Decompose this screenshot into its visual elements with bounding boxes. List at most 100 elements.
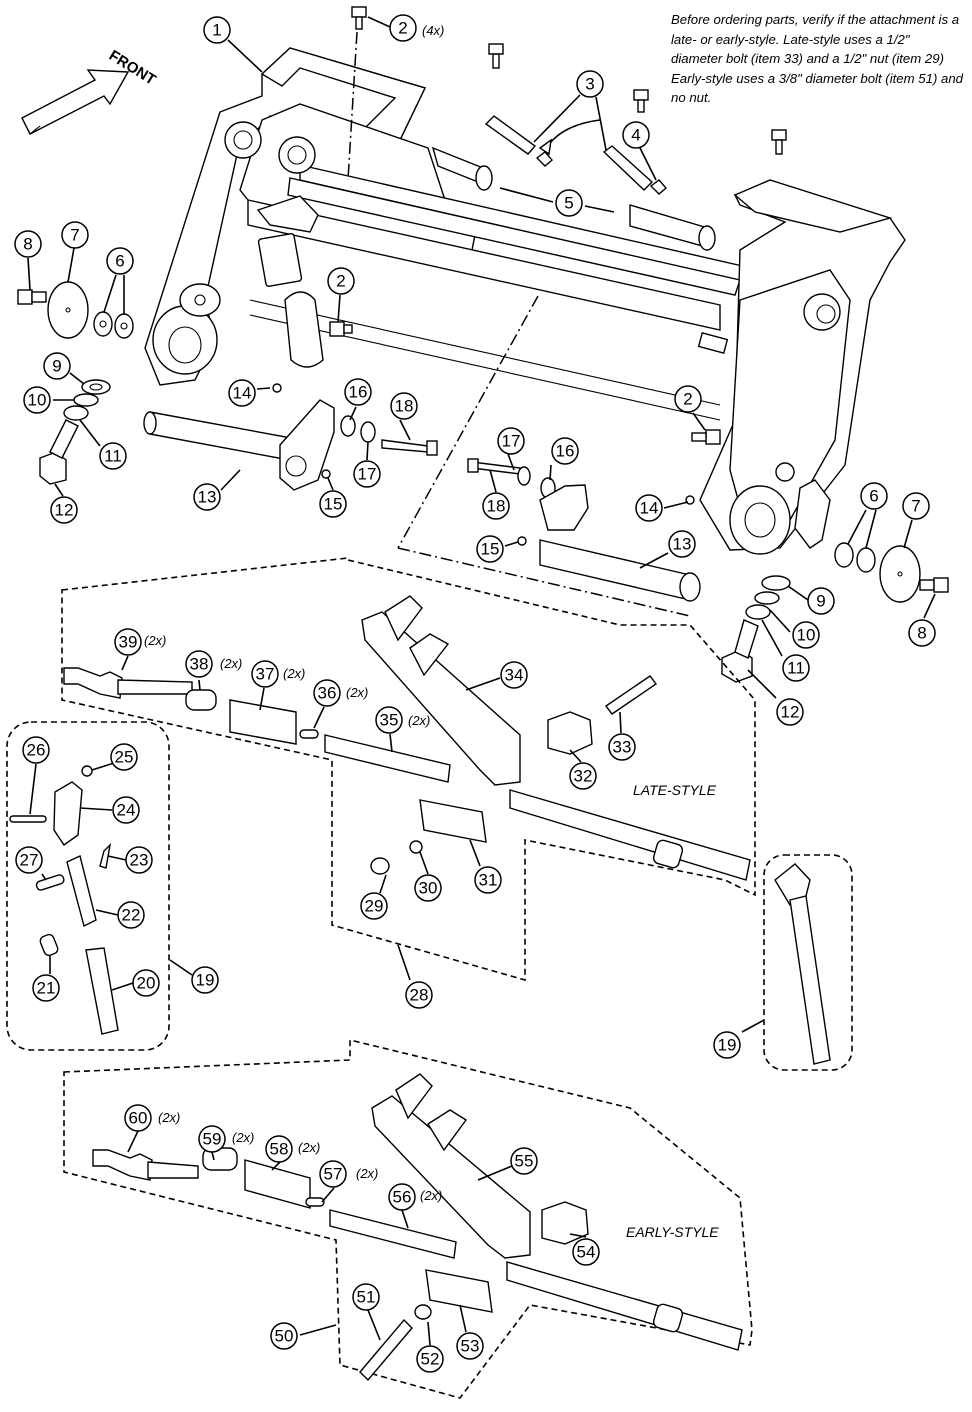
- qty-35: (2x): [408, 713, 430, 728]
- svg-text:11: 11: [787, 659, 805, 678]
- svg-text:17: 17: [502, 432, 521, 451]
- callout-18: 18: [482, 492, 510, 520]
- callout-7: 7: [61, 221, 89, 249]
- leader-lines: [27, 16, 936, 1346]
- svg-text:59: 59: [203, 1130, 222, 1149]
- callout-56: 56: [388, 1183, 416, 1211]
- svg-text:28: 28: [410, 986, 429, 1005]
- callout-9: 9: [807, 587, 835, 615]
- svg-text:29: 29: [365, 897, 384, 916]
- svg-text:8: 8: [917, 624, 926, 643]
- svg-text:37: 37: [256, 665, 275, 684]
- callout-26: 26: [22, 736, 50, 764]
- svg-text:19: 19: [718, 1036, 737, 1055]
- qty-59: (2x): [232, 1130, 254, 1145]
- main-frame: [144, 47, 906, 555]
- callout-58: 58: [265, 1135, 293, 1163]
- late-style-group: [61, 557, 756, 982]
- callout-34: 34: [500, 661, 528, 689]
- svg-text:23: 23: [130, 851, 149, 870]
- svg-text:33: 33: [613, 738, 632, 757]
- callout-13: 13: [193, 483, 221, 511]
- callout-24: 24: [112, 796, 140, 824]
- svg-text:38: 38: [190, 655, 209, 674]
- callout-14: 14: [228, 379, 256, 407]
- callout-15: 15: [476, 535, 504, 563]
- callout-37: 37: [251, 660, 279, 688]
- svg-text:8: 8: [23, 235, 32, 254]
- callout-4: 4: [622, 121, 650, 149]
- svg-text:25: 25: [115, 748, 134, 767]
- front-arrow: FRONT: [21, 47, 159, 135]
- callout-19: 19: [191, 966, 219, 994]
- callout-10: 10: [792, 621, 820, 649]
- svg-text:60: 60: [129, 1109, 148, 1128]
- svg-text:11: 11: [104, 447, 122, 466]
- svg-text:31: 31: [479, 871, 498, 890]
- svg-text:6: 6: [115, 252, 124, 271]
- svg-text:5: 5: [564, 194, 573, 213]
- linkage-group-left: [6, 721, 170, 1051]
- callout-7: 7: [902, 492, 930, 520]
- svg-text:17: 17: [358, 465, 377, 484]
- callout-29: 29: [360, 892, 388, 920]
- callout-54: 54: [572, 1238, 600, 1266]
- svg-text:34: 34: [505, 666, 524, 685]
- qty-58: (2x): [298, 1140, 320, 1155]
- svg-text:3: 3: [585, 75, 594, 94]
- callout-18: 18: [390, 392, 418, 420]
- callout-11: 11: [782, 654, 810, 682]
- callout-28: 28: [405, 981, 433, 1009]
- callout-12: 12: [776, 698, 804, 726]
- ordering-note: Before ordering parts, verify if the att…: [671, 12, 964, 106]
- qty-57: (2x): [356, 1166, 378, 1181]
- svg-text:18: 18: [487, 497, 506, 516]
- callout-55: 55: [510, 1147, 538, 1175]
- svg-text:20: 20: [137, 974, 156, 993]
- svg-text:57: 57: [324, 1165, 343, 1184]
- callout-6: 6: [860, 482, 888, 510]
- svg-text:32: 32: [574, 767, 593, 786]
- svg-text:12: 12: [55, 501, 74, 520]
- callout-30: 30: [414, 874, 442, 902]
- svg-text:7: 7: [70, 226, 79, 245]
- qty-36: (2x): [346, 685, 368, 700]
- qty-2: (4x): [422, 23, 444, 38]
- callout-39: 39: [114, 628, 142, 656]
- callout-8: 8: [14, 230, 42, 258]
- callout-2: 2: [674, 385, 702, 413]
- svg-text:55: 55: [515, 1152, 534, 1171]
- qty-37: (2x): [283, 666, 305, 681]
- callout-8: 8: [908, 619, 936, 647]
- svg-text:2: 2: [336, 272, 345, 291]
- svg-text:54: 54: [577, 1243, 596, 1262]
- svg-text:35: 35: [380, 711, 399, 730]
- late-style-label: LATE-STYLE: [633, 782, 717, 798]
- callout-57: 57: [319, 1160, 347, 1188]
- svg-text:36: 36: [318, 684, 337, 703]
- callout-3: 3: [576, 70, 604, 98]
- svg-text:50: 50: [275, 1327, 294, 1346]
- callout-14: 14: [635, 494, 663, 522]
- svg-text:6: 6: [869, 487, 878, 506]
- early-style-label: EARLY-STYLE: [626, 1224, 719, 1240]
- callout-60: 60: [124, 1104, 152, 1132]
- callout-1: 1: [203, 16, 231, 44]
- callout-9: 9: [43, 352, 71, 380]
- svg-text:15: 15: [481, 540, 500, 559]
- svg-text:18: 18: [395, 397, 414, 416]
- callout-2: 2: [327, 267, 355, 295]
- qty-39: (2x): [144, 633, 166, 648]
- svg-text:4: 4: [631, 126, 640, 145]
- qty-60: (2x): [158, 1110, 180, 1125]
- svg-text:56: 56: [393, 1188, 412, 1207]
- svg-text:13: 13: [198, 488, 217, 507]
- callout-31: 31: [474, 866, 502, 894]
- svg-text:26: 26: [27, 741, 46, 760]
- svg-text:1: 1: [212, 21, 221, 40]
- callout-59: 59: [198, 1125, 226, 1153]
- callout-10: 10: [23, 386, 51, 414]
- callout-51: 51: [352, 1283, 380, 1311]
- callout-21: 21: [32, 974, 60, 1002]
